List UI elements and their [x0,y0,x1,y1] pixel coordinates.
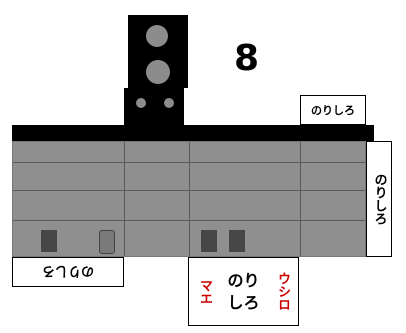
signal-base [124,88,184,125]
panel-divider [300,142,301,256]
signal-head [128,15,188,88]
front-label: マエ [197,278,212,305]
bottom-left-glue-tab-label: のりしろ [41,262,94,278]
signal-lamp-top [146,25,168,47]
car-number: 8 [234,38,260,79]
car-window [201,230,217,252]
car-window [229,230,245,252]
top-glue-tab: のりしろ [300,95,366,125]
signal-lamp-bottom [146,60,170,84]
signal-small-lamp-right [164,98,174,108]
car-window [41,230,57,252]
bottom-left-glue-tab: のりしろ [12,257,124,287]
rear-label: ウシロ [275,272,290,311]
signal-small-lamp-left [136,98,146,108]
glue-label: のり しろ [227,270,260,312]
top-glue-tab-label: のりしろ [311,104,355,117]
panel-divider [189,142,190,256]
panel-divider [124,142,125,256]
car-roof [12,125,374,141]
bottom-right-flap: マエ のり しろ ウシロ [188,257,299,326]
car-door-window [99,230,115,254]
car-body [12,141,366,257]
right-glue-tab: のりしろ [366,141,392,257]
right-glue-tab-label: のりしろ [371,173,387,225]
